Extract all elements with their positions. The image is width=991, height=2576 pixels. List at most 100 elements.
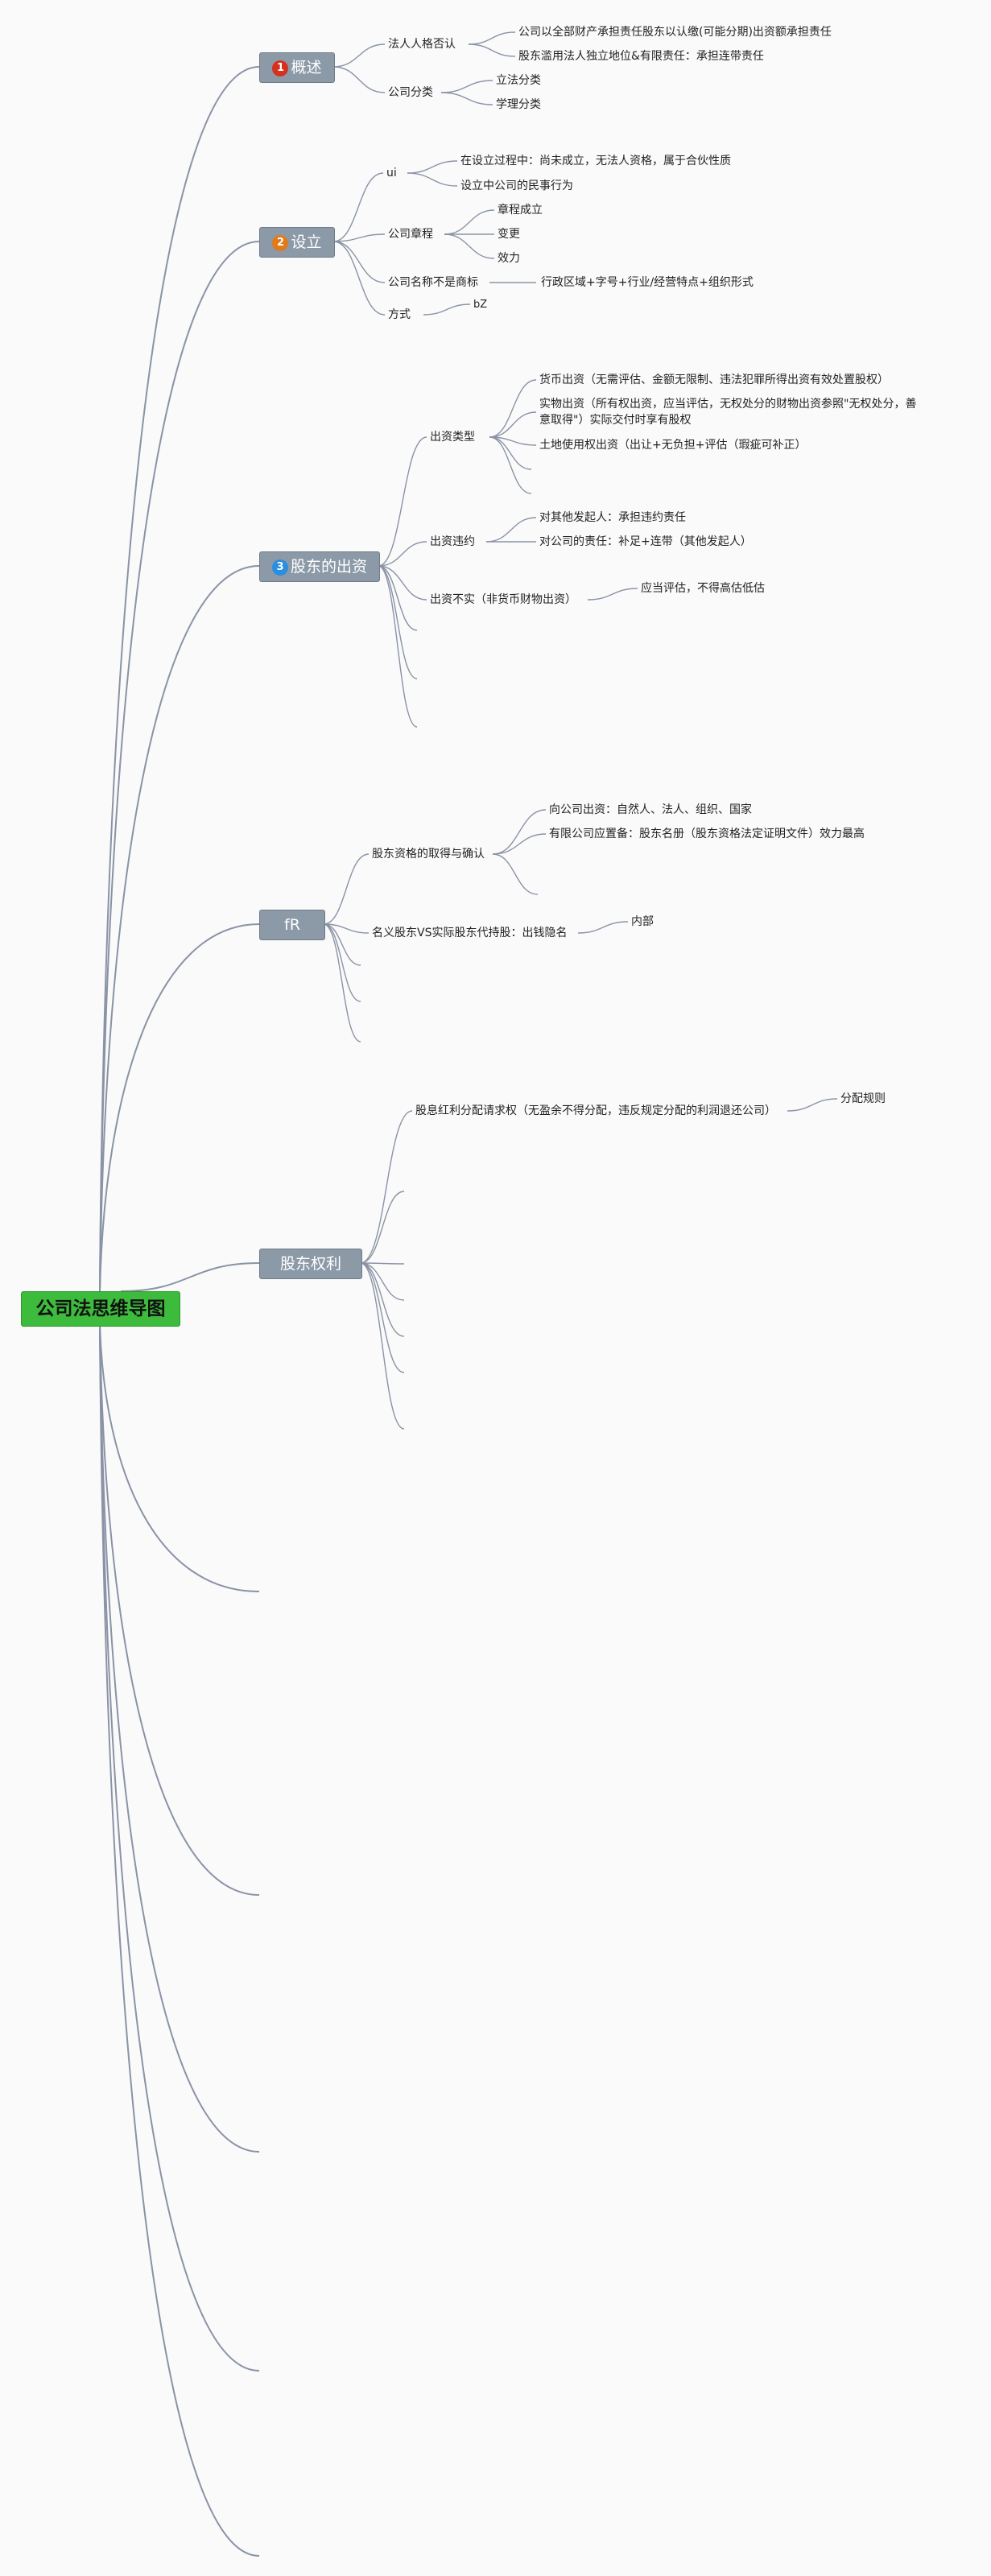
root-connector-2 — [99, 565, 260, 1292]
node-ui[interactable]: ui — [386, 167, 397, 180]
connector-22 — [444, 209, 495, 235]
node-ui-child-1[interactable]: 在设立过程中：尚未成立，无法人资格，属于合伙性质 — [460, 155, 731, 167]
connector-56 — [360, 1262, 405, 1430]
connector-33 — [489, 379, 537, 438]
connector-15 — [440, 92, 493, 105]
topic-fr-label: fR — [284, 916, 300, 934]
node-method[interactable]: 方式 — [388, 308, 411, 321]
connector-11 — [332, 66, 386, 93]
connector-34 — [489, 411, 537, 438]
root-connector-1 — [99, 241, 260, 1292]
connector-37 — [489, 436, 532, 494]
root-topic[interactable]: 公司法思维导图 — [21, 1291, 180, 1327]
topic-capital-label: 股东的出资 — [290, 558, 367, 576]
root-connector-3 — [99, 923, 260, 1292]
connector-48 — [492, 853, 539, 895]
connector-41 — [323, 853, 370, 925]
topic-rights-label: 股东权利 — [279, 1255, 341, 1273]
node-charter-child-3[interactable]: 效力 — [498, 252, 520, 265]
node-classification-child-1[interactable]: 立法分类 — [496, 74, 541, 87]
topic-setup-label: 设立 — [291, 233, 322, 251]
node-shareholder-qualification[interactable]: 股东资格的取得与确认 — [372, 848, 485, 861]
node-dividend-child[interactable]: 分配规则 — [840, 1092, 886, 1105]
node-qualification-child-1[interactable]: 向公司出资：自然人、法人、组织、国家 — [549, 803, 752, 816]
node-capital-types-child-1[interactable]: 货币出资（无需评估、金额无限制、违法犯罪所得出资有效处置股权） — [539, 374, 889, 386]
connector-16 — [332, 172, 384, 242]
connector-53 — [360, 1262, 405, 1301]
connector-31 — [378, 565, 418, 679]
connector-27 — [378, 436, 427, 567]
node-qualification-child-2[interactable]: 有限公司应置备：股东名册（股东资格法定证明文件）效力最高 — [549, 828, 865, 840]
connector-20 — [407, 160, 458, 174]
connector-47 — [492, 833, 547, 855]
node-company-name-child[interactable]: 行政区域+字号+行业/经营特点+组织形式 — [541, 276, 754, 289]
root-connector-9 — [99, 1324, 260, 2557]
branch-connectors — [323, 31, 838, 1430]
connector-26 — [423, 303, 471, 316]
connector-43 — [323, 923, 361, 966]
node-charter-child-1[interactable]: 章程成立 — [498, 204, 543, 217]
connector-14 — [440, 80, 493, 93]
connector-21 — [407, 172, 458, 187]
number-3-icon: 3 — [271, 559, 288, 576]
topic-overview-label: 概述 — [291, 59, 322, 76]
connector-57 — [787, 1098, 838, 1112]
node-capital-breach[interactable]: 出资违约 — [430, 535, 475, 548]
topic-fr[interactable]: fR — [259, 910, 325, 940]
connector-30 — [378, 565, 418, 631]
node-method-child[interactable]: bZ — [473, 299, 488, 311]
connector-12 — [468, 31, 516, 45]
node-capital-types-child-3[interactable]: 土地使用权出资（出让+无负担+评估（瑕疵可补正） — [539, 439, 807, 452]
connector-28 — [378, 541, 427, 567]
connector-46 — [492, 809, 547, 855]
connector-13 — [468, 43, 516, 57]
connector-38 — [485, 517, 537, 543]
connector-54 — [360, 1262, 405, 1337]
connector-49 — [577, 921, 629, 934]
topic-rights[interactable]: 股东权利 — [259, 1249, 362, 1279]
node-veil-child-1[interactable]: 公司以全部财产承担责任股东以认缴(可能分期)出资额承担责任 — [518, 26, 832, 39]
connector-51 — [360, 1191, 405, 1264]
node-nominee-child[interactable]: 内部 — [631, 915, 654, 928]
root-connector-7 — [99, 1324, 260, 2153]
node-capital-types[interactable]: 出资类型 — [430, 431, 475, 444]
node-nominee-shareholder[interactable]: 名义股东VS实际股东代持股：出钱隐名 — [372, 927, 568, 939]
connector-17 — [332, 233, 386, 242]
node-ui-child-2[interactable]: 设立中公司的民事行为 — [460, 180, 573, 192]
node-charter-child-2[interactable]: 变更 — [498, 228, 520, 241]
connector-4 — [120, 1262, 260, 1292]
root-connectors — [99, 66, 260, 2557]
node-veil-piercing[interactable]: 法人人格否认 — [388, 38, 456, 51]
node-capital-breach-child-2[interactable]: 对公司的责任：补足+连带（其他发起人） — [539, 535, 752, 548]
node-capital-false[interactable]: 出资不实（非货币财物出资） — [430, 593, 576, 606]
number-2-icon: 2 — [272, 235, 289, 251]
connector-55 — [360, 1262, 405, 1373]
root-connector-5 — [99, 1324, 260, 1592]
node-classification-child-2[interactable]: 学理分类 — [496, 98, 541, 111]
node-company-name[interactable]: 公司名称不是商标 — [388, 276, 478, 289]
connector-29 — [378, 565, 427, 601]
node-dividend-right[interactable]: 股息红利分配请求权（无盈余不得分配，违反规定分配的利润退还公司） — [415, 1104, 776, 1117]
node-capital-types-child-2[interactable]: 实物出资（所有权出资，应当评估，无权处分的财物出资参照"无权处分，善意取得"）实… — [539, 398, 917, 427]
node-classification[interactable]: 公司分类 — [388, 86, 433, 99]
connector-32 — [378, 565, 418, 728]
connector-35 — [489, 436, 537, 446]
node-capital-false-child[interactable]: 应当评估，不得高估低估 — [641, 582, 765, 595]
connector-45 — [323, 923, 361, 1042]
connector-40 — [587, 588, 638, 601]
connector-18 — [332, 241, 386, 283]
connector-42 — [323, 923, 370, 934]
connector-10 — [332, 43, 386, 68]
node-veil-child-2[interactable]: 股东滥用法人独立地位&有限责任：承担连带责任 — [518, 50, 764, 63]
connector-24 — [444, 233, 495, 259]
node-charter[interactable]: 公司章程 — [388, 228, 433, 241]
root-connector-0 — [99, 66, 260, 1292]
node-capital-breach-child-1[interactable]: 对其他发起人：承担违约责任 — [539, 511, 686, 524]
connector-52 — [360, 1262, 405, 1265]
connector-19 — [332, 241, 386, 316]
number-1-icon: 1 — [272, 60, 289, 76]
